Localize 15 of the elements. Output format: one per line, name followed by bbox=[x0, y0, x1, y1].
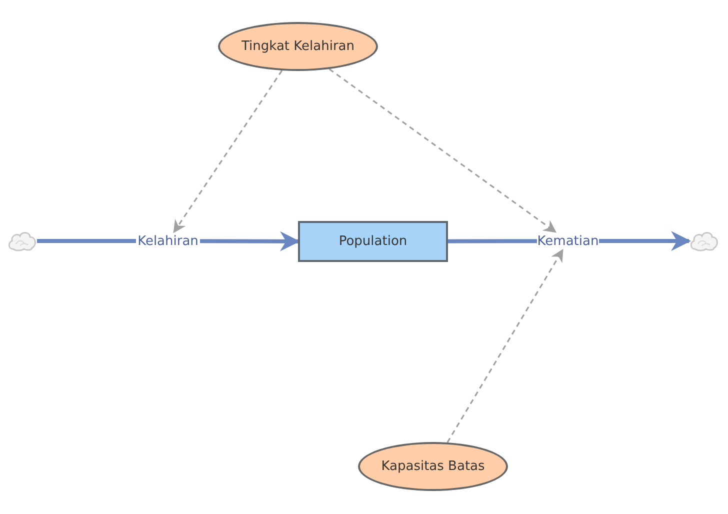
cloud-icon bbox=[689, 229, 719, 253]
flow-pipe bbox=[37, 239, 136, 243]
flow-label: Kelahiran bbox=[138, 234, 198, 248]
dashed-arrow bbox=[446, 248, 564, 443]
flow-arrow bbox=[599, 231, 691, 251]
node-label: Population bbox=[338, 234, 408, 249]
cloud-icon bbox=[7, 229, 37, 253]
dashed-arrow bbox=[328, 68, 557, 233]
flow-label: Kematian bbox=[537, 234, 599, 248]
flow-arrow bbox=[200, 231, 300, 252]
flow-pipe bbox=[448, 239, 537, 244]
node-label: Tingkat Kelahiran bbox=[242, 39, 354, 54]
dashed-arrow bbox=[173, 70, 283, 234]
node-label: Kapasitas Batas bbox=[381, 459, 485, 474]
stock-box bbox=[298, 221, 448, 262]
